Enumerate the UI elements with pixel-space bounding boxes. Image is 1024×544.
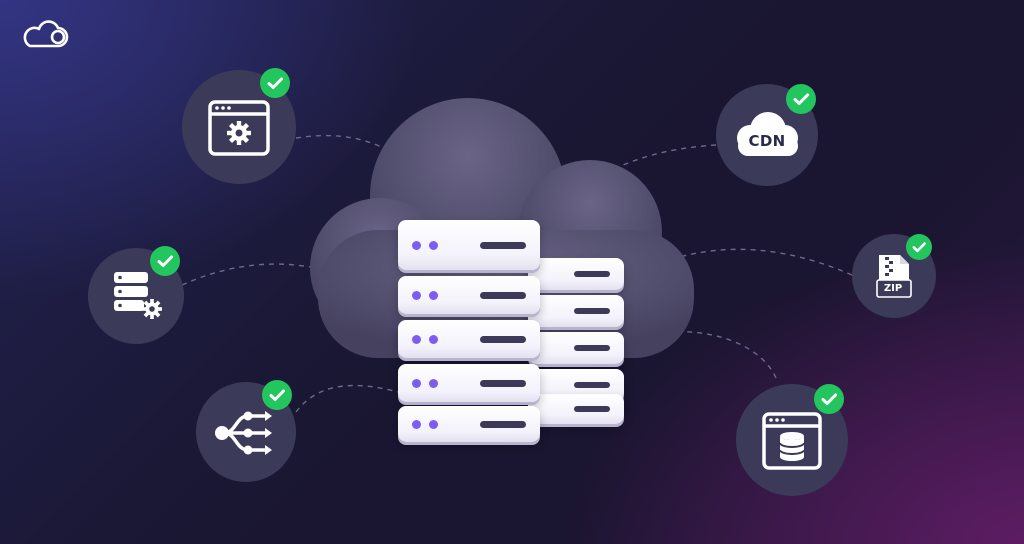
checkmark-icon [906, 234, 932, 260]
checkmark-icon [814, 384, 844, 414]
feature-app-settings [182, 68, 296, 184]
cdn-label: CDN [748, 132, 786, 150]
browser-database-icon [762, 412, 822, 470]
zip-file-icon [876, 255, 912, 298]
zip-label: ZIP [883, 283, 903, 294]
checkmark-icon [786, 84, 816, 114]
checkmark-icon [262, 380, 292, 410]
feature-cdn: CDN [716, 84, 818, 186]
server-unit [528, 332, 624, 364]
server-unit [398, 220, 540, 270]
server-unit [398, 276, 540, 314]
server-unit [398, 406, 540, 442]
checkmark-icon [260, 68, 290, 98]
server-unit [398, 320, 540, 358]
cloud-brand-logo-icon [23, 20, 69, 48]
feature-database-config [88, 246, 184, 344]
server-unit [528, 258, 624, 290]
server-unit [528, 295, 624, 327]
checkmark-icon [150, 246, 180, 276]
load-balancer-icon [215, 411, 272, 455]
server-unit [398, 364, 540, 402]
database-settings-icon [114, 272, 162, 319]
feature-compression: ZIP [852, 234, 936, 318]
feature-web-database [736, 384, 848, 496]
cdn-cloud-icon [737, 112, 798, 156]
server-unit [528, 394, 624, 424]
browser-settings-icon [208, 100, 270, 156]
feature-load-balancing [196, 380, 296, 482]
